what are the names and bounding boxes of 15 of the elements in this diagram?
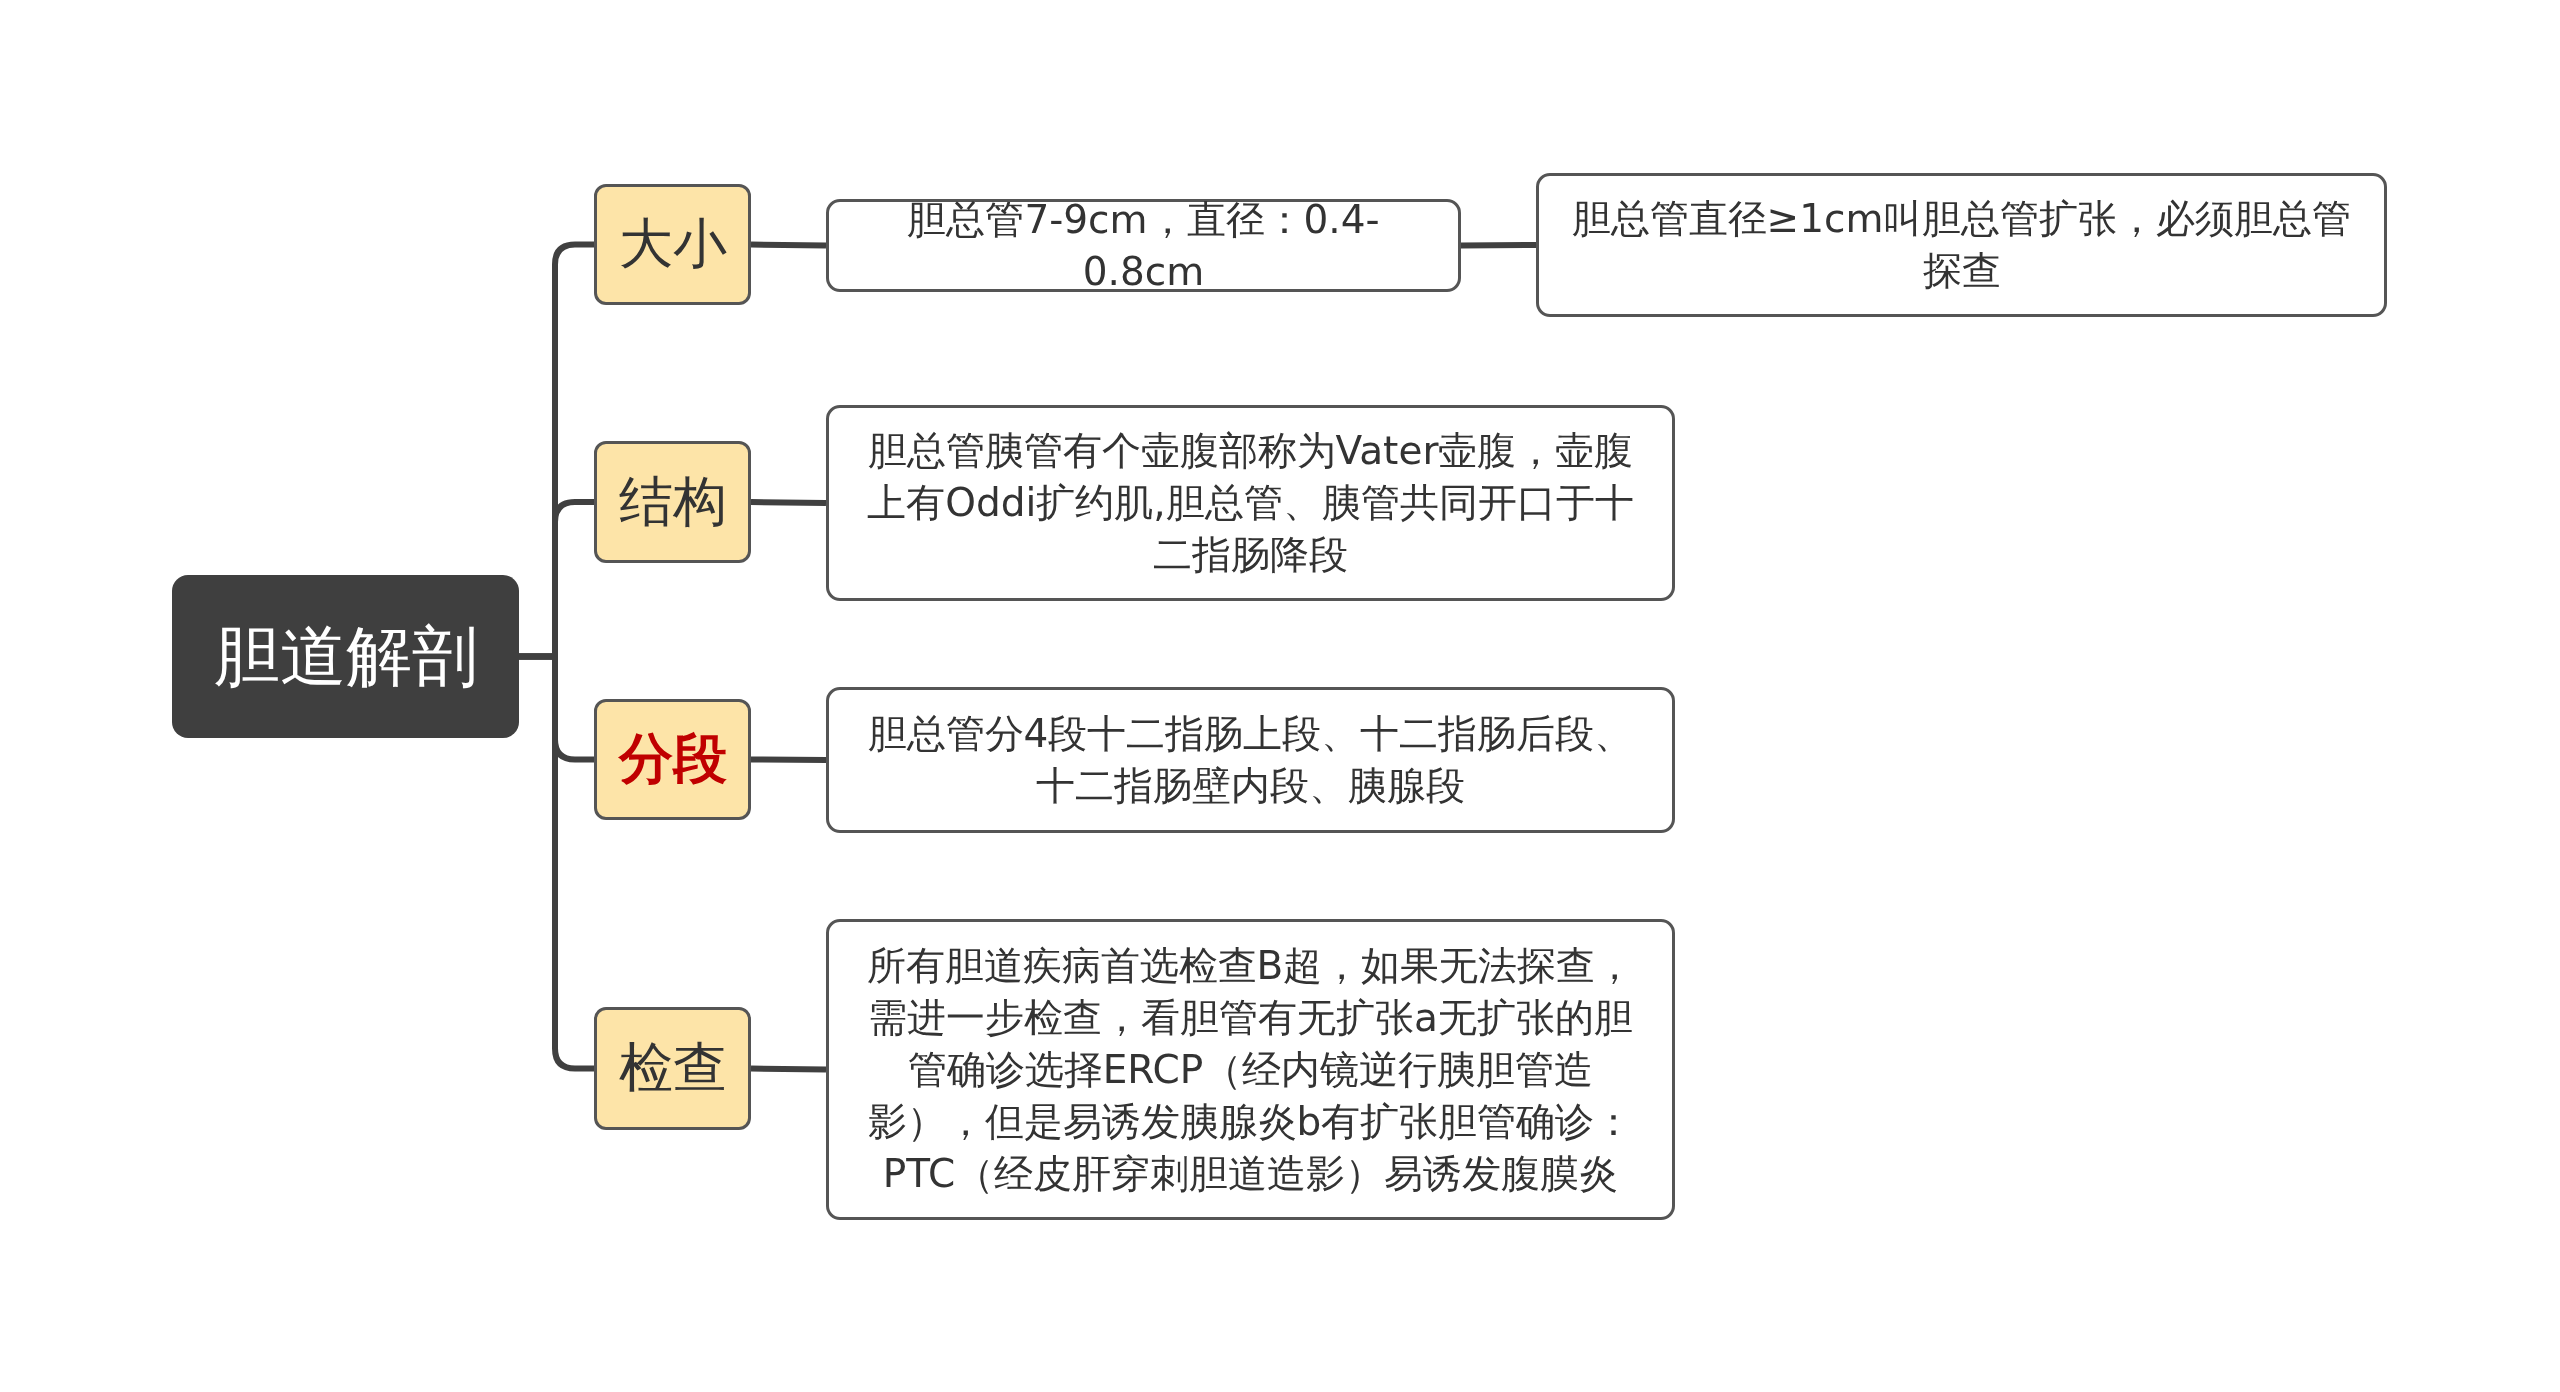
connector-line — [750, 1065, 827, 1073]
subtopic-box: 胆总管胰管有个壶腹部称为Vater壶腹，壶腹上有Oddi扩约肌,胆总管、胰管共同开口于十二指肠降段 — [826, 405, 1675, 601]
subtopic-box: 胆总管7-9cm，直径：0.4-0.8cm — [826, 199, 1461, 292]
subtopic-box: 胆总管直径≥1cm叫胆总管扩张，必须胆总管探查 — [1536, 173, 2387, 317]
topic-box: 大小 — [594, 184, 751, 305]
subtopic-box: 胆总管分4段十二指肠上段、十二指肠后段、十二指肠壁内段、胰腺段 — [826, 687, 1675, 833]
connector-line — [750, 241, 827, 249]
subtopic-box: 所有胆道疾病首选检查B超，如果无法探查，需进一步检查，看胆管有无扩张a无扩张的胆管确诊选择ERCP（经内镜逆行胰胆管造影），但是易诱发胰腺炎b有扩张胆管确诊：PTC（经皮肝穿刺胆道造影）易诱发腹膜炎 — [826, 919, 1675, 1220]
topic-box: 分段 — [594, 699, 751, 820]
topic-box: 检查 — [594, 1007, 751, 1130]
connector-line — [1460, 242, 1537, 249]
topic-box: 结构 — [594, 441, 751, 563]
connector-line — [750, 756, 827, 763]
central-topic-box: 胆道解剖 — [172, 575, 519, 738]
connector-line — [750, 499, 827, 506]
